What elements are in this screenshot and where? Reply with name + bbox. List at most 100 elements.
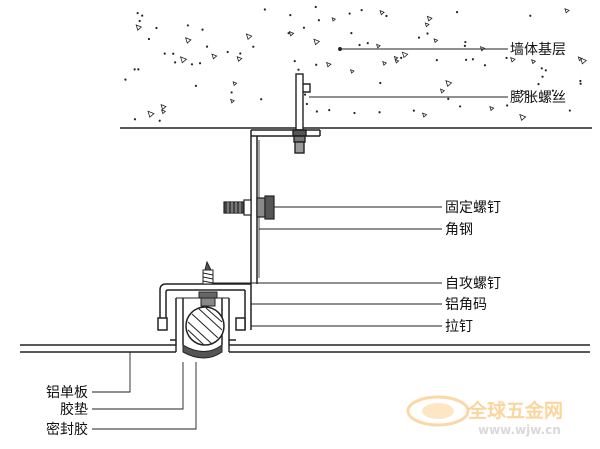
concrete-dot xyxy=(551,89,555,92)
concrete-speckle xyxy=(564,8,570,14)
label-rubber-pad: 胶垫 xyxy=(60,401,88,418)
concrete-dot xyxy=(201,28,204,31)
watermark-url: www.wjw.cn xyxy=(478,423,561,437)
concrete-speckle xyxy=(489,105,495,112)
label-angle-steel: 角钢 xyxy=(445,222,473,238)
concrete-dot xyxy=(172,52,175,55)
label-wall-base: 墙体基层 xyxy=(510,41,566,58)
concrete-dot xyxy=(378,111,381,114)
fixing-bolt xyxy=(223,195,275,220)
concrete-dot xyxy=(540,67,543,70)
concrete-dot xyxy=(317,19,321,22)
concrete-dot xyxy=(505,56,508,60)
concrete-dot xyxy=(417,36,421,39)
concrete-speckle xyxy=(424,22,430,28)
concrete-dot xyxy=(537,83,540,86)
leader-lines-left xyxy=(92,352,197,430)
label-aluminum-panel: 铝单板 xyxy=(46,385,88,401)
concrete-speckle xyxy=(245,33,253,40)
concrete-speckle xyxy=(135,24,143,31)
concrete-dot xyxy=(568,109,571,112)
concrete-dot xyxy=(353,111,356,115)
concrete-dot xyxy=(239,52,242,55)
concrete-speckle xyxy=(147,110,155,118)
concrete-dot xyxy=(463,44,466,47)
concrete-speckle xyxy=(313,38,321,46)
label-fixing-bolt: 固定螺钉 xyxy=(445,200,501,216)
concrete-dot xyxy=(529,14,532,17)
concrete-dot xyxy=(141,14,144,17)
concrete-dot xyxy=(447,97,450,101)
concrete-speckle xyxy=(394,58,400,64)
concrete-dot xyxy=(137,68,140,71)
label-sealant: 密封胶 xyxy=(46,421,88,438)
concrete-speckle xyxy=(236,56,243,62)
concrete-dot xyxy=(328,109,331,112)
concrete-speckle xyxy=(439,88,446,94)
concrete-dot xyxy=(315,63,318,66)
concrete-dot xyxy=(124,78,127,81)
concrete-speckle xyxy=(376,43,381,49)
concrete-speckle xyxy=(580,57,588,65)
concrete-dot xyxy=(412,109,415,112)
concrete-speckle xyxy=(230,98,235,104)
concrete-dot xyxy=(163,52,166,55)
concrete-dot xyxy=(465,58,468,61)
concrete-dot xyxy=(350,32,353,35)
concrete-dot xyxy=(289,14,292,17)
concrete-dot xyxy=(464,40,467,44)
concrete-dot xyxy=(302,26,306,29)
concrete-dot xyxy=(305,102,308,106)
concrete-dot xyxy=(186,24,189,27)
concrete-dot xyxy=(303,93,307,96)
concrete-speckle xyxy=(393,55,399,61)
concrete-dot xyxy=(174,61,177,64)
concrete-dot xyxy=(426,32,429,35)
concrete-dot xyxy=(360,9,363,12)
leader-lines-right xyxy=(213,47,508,327)
concrete-dot xyxy=(358,43,361,47)
concrete-dot xyxy=(230,91,233,94)
concrete-dot xyxy=(205,45,209,48)
concrete-speckle xyxy=(519,113,527,122)
concrete-speckle xyxy=(325,61,332,68)
concrete-dot xyxy=(252,45,255,48)
concrete-speckle xyxy=(401,51,409,59)
concrete-dot xyxy=(314,5,317,9)
rubber-pad xyxy=(185,306,225,346)
concrete-dot xyxy=(133,118,137,121)
concrete-dot xyxy=(385,14,388,18)
concrete-texture xyxy=(124,5,588,122)
concrete-dot xyxy=(506,104,509,107)
concrete-speckle xyxy=(331,17,337,22)
label-rivet: 拉钉 xyxy=(445,319,473,335)
concrete-dot xyxy=(471,58,474,61)
concrete-dot xyxy=(287,32,290,35)
concrete-dot xyxy=(147,37,151,41)
aluminum-panel xyxy=(20,339,590,353)
concrete-dot xyxy=(579,82,582,85)
concrete-dot xyxy=(297,68,300,71)
concrete-dot xyxy=(315,110,318,113)
concrete-speckle xyxy=(520,89,527,96)
concrete-dot xyxy=(293,59,296,63)
concrete-speckle xyxy=(179,56,188,64)
concrete-dot xyxy=(483,64,487,67)
concrete-dot xyxy=(579,79,582,83)
wall-base xyxy=(120,0,592,129)
concrete-speckle xyxy=(421,112,428,118)
watermark: 全球五金网 www.wjw.cn xyxy=(406,395,563,437)
sealant xyxy=(182,343,223,359)
concrete-dot xyxy=(158,119,161,122)
concrete-speckle xyxy=(382,60,388,66)
concrete-dot xyxy=(455,11,459,14)
concrete-dot xyxy=(133,68,136,71)
concrete-dot xyxy=(263,8,266,11)
concrete-dot xyxy=(544,69,547,72)
concrete-speckle xyxy=(349,69,355,74)
concrete-dot xyxy=(136,12,139,15)
concrete-dot xyxy=(155,26,158,30)
concrete-speckle xyxy=(445,79,453,87)
concrete-dot xyxy=(226,50,229,54)
